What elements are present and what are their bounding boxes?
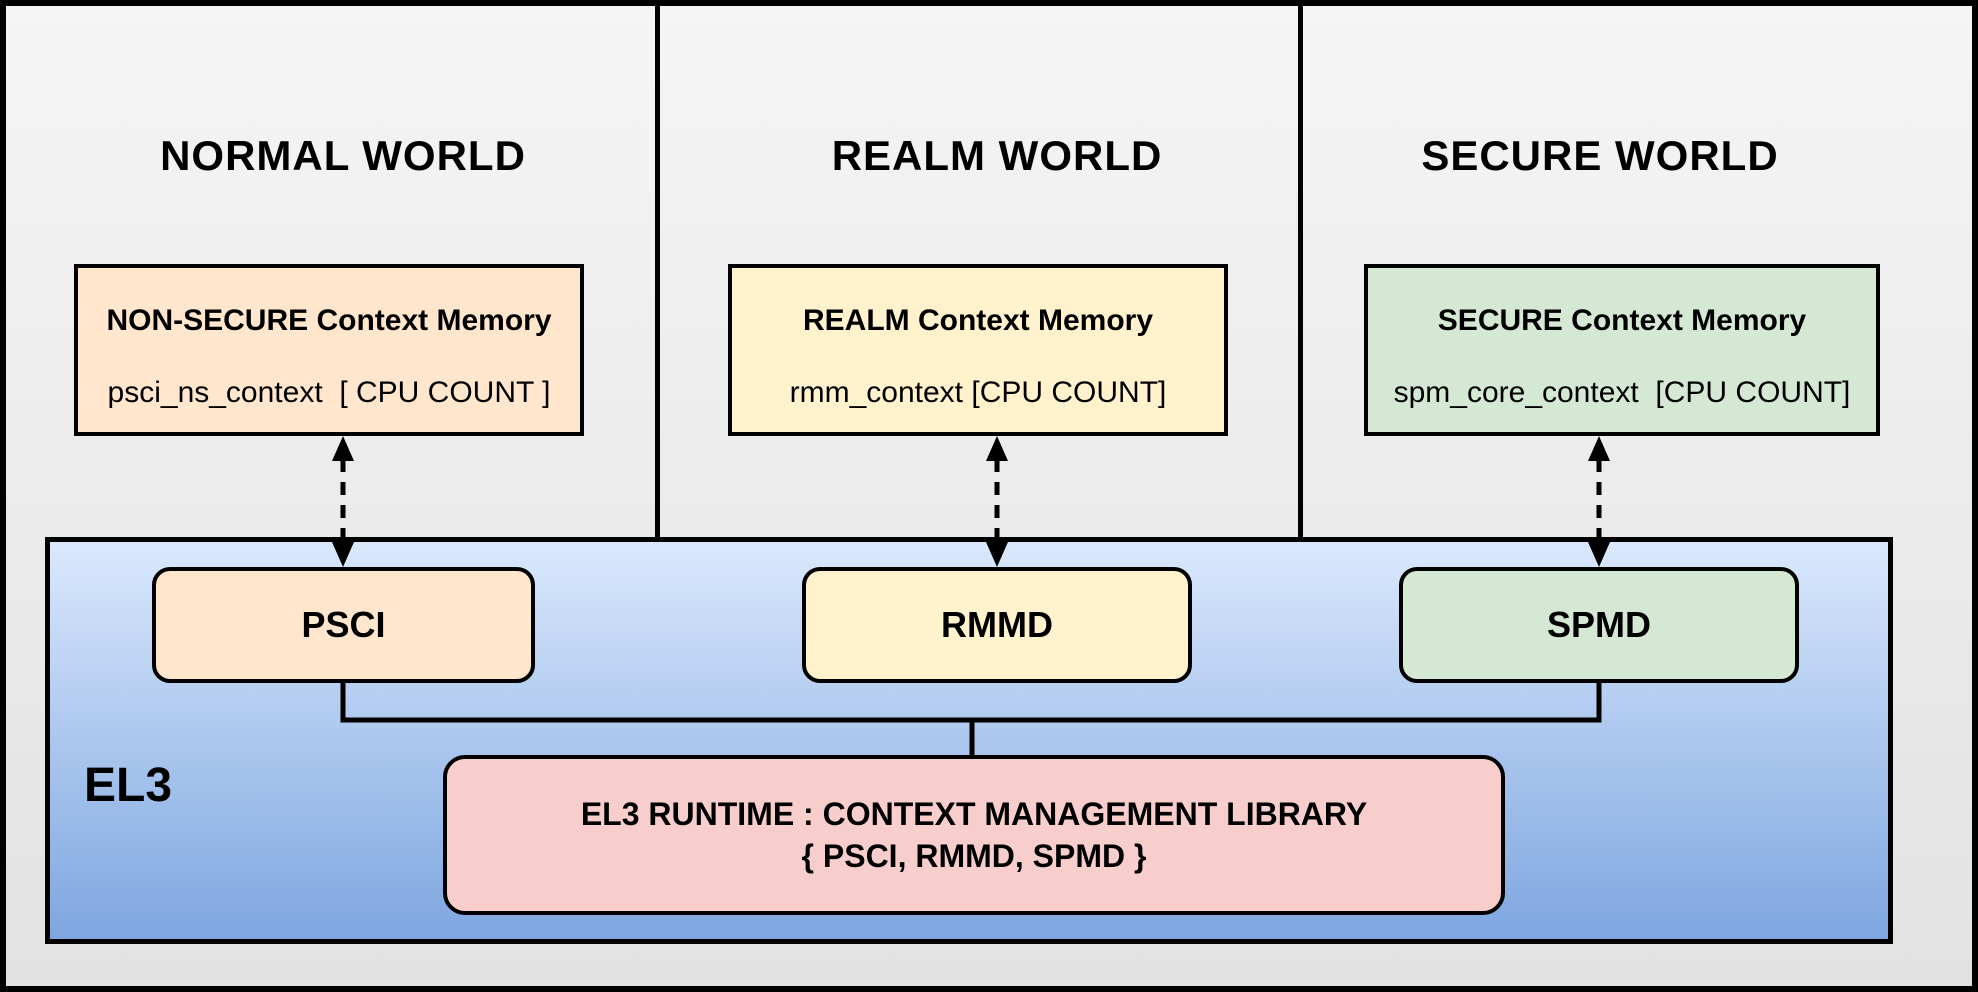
el3-runtime-line2: { PSCI, RMMD, SPMD } bbox=[801, 838, 1147, 874]
arrowhead-down-icon bbox=[1588, 542, 1610, 567]
spmd-label: SPMD bbox=[1546, 604, 1651, 645]
el3-label: EL3 bbox=[84, 759, 173, 812]
rmmd-label: RMMD bbox=[941, 604, 1053, 645]
secure-context-memory-title: SECURE Context Memory bbox=[1437, 304, 1807, 337]
non-secure-context-memory-box: NON-SECURE Context Memory psci_ns_contex… bbox=[74, 264, 584, 436]
psci-box: PSCI bbox=[152, 567, 535, 683]
el3-runtime-line1: EL3 RUNTIME : CONTEXT MANAGEMENT LIBRARY bbox=[580, 796, 1368, 832]
normal-world-title: NORMAL WORLD bbox=[160, 132, 526, 179]
spmd-context-arrow bbox=[1588, 436, 1610, 567]
divider-realm-secure bbox=[1298, 0, 1303, 538]
spmd-box: SPMD bbox=[1399, 567, 1799, 683]
realm-context-memory-box: REALM Context Memory rmm_context [CPU CO… bbox=[728, 264, 1228, 436]
arrowhead-up-icon bbox=[986, 436, 1008, 461]
el3-runtime-box: EL3 RUNTIME : CONTEXT MANAGEMENT LIBRARY… bbox=[443, 755, 1505, 915]
rmmd-context-arrow bbox=[986, 436, 1008, 567]
arrowhead-down-icon bbox=[332, 542, 354, 567]
secure-context-memory-code: spm_core_context [CPU COUNT] bbox=[1393, 376, 1851, 409]
realm-world-title: REALM WORLD bbox=[831, 132, 1163, 179]
arrowhead-down-icon bbox=[986, 542, 1008, 567]
arrowhead-up-icon bbox=[332, 436, 354, 461]
psci-context-arrow bbox=[332, 436, 354, 567]
realm-context-memory-code: rmm_context [CPU COUNT] bbox=[789, 376, 1167, 409]
non-secure-context-memory-title: NON-SECURE Context Memory bbox=[106, 304, 552, 337]
dispatcher-trunk-connector bbox=[340, 680, 1602, 723]
non-secure-context-memory-code: psci_ns_context [ CPU COUNT ] bbox=[107, 376, 551, 409]
divider-normal-realm bbox=[655, 0, 660, 538]
psci-label: PSCI bbox=[301, 604, 386, 645]
secure-context-memory-box: SECURE Context Memory spm_core_context [… bbox=[1364, 264, 1880, 436]
realm-context-memory-title: REALM Context Memory bbox=[802, 304, 1154, 337]
arrowhead-up-icon bbox=[1588, 436, 1610, 461]
rmmd-box: RMMD bbox=[802, 567, 1192, 683]
secure-world-title: SECURE WORLD bbox=[1421, 132, 1779, 179]
